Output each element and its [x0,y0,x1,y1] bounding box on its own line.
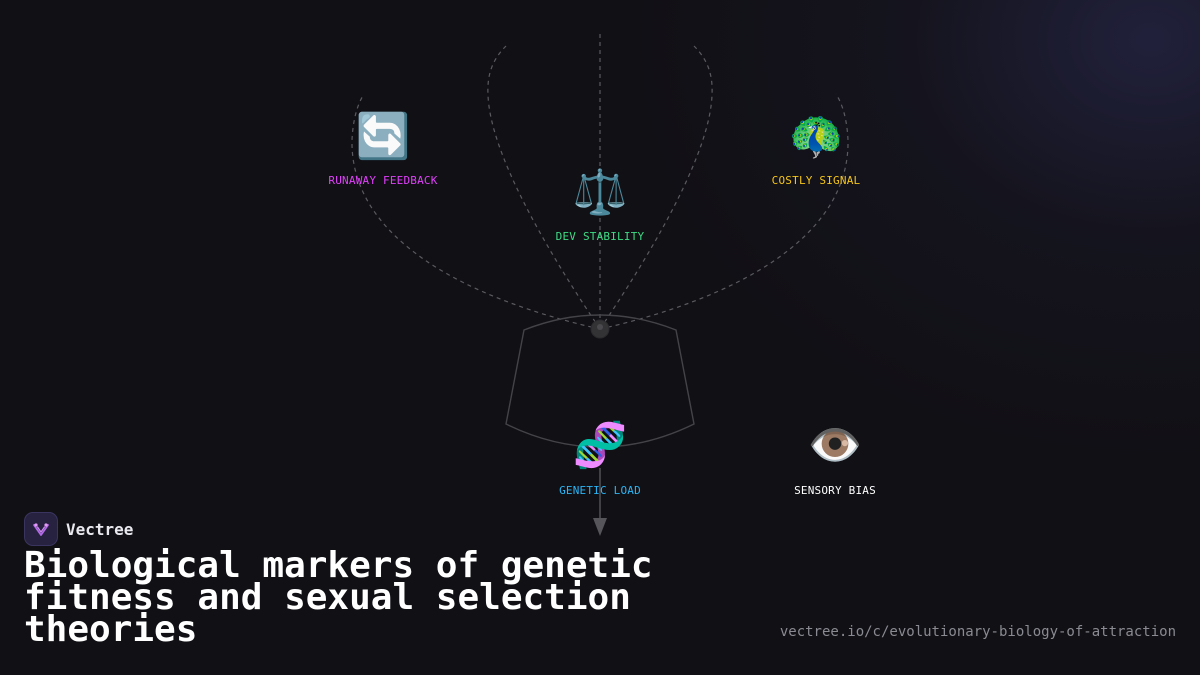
source-url[interactable]: vectree.io/c/evolutionary-biology-of-att… [779,624,1176,640]
node-label-genetic-load: GENETIC LOAD [559,484,641,497]
brand: Vectree [24,512,133,546]
node-label-runaway-feedback: RUNAWAY FEEDBACK [328,174,438,187]
funnel-outline [505,314,695,448]
balance-scale-icon: ⚖️ [572,167,628,218]
vectree-logo-icon [24,512,58,546]
eye-icon: 👁️ [807,420,863,471]
connector-costly [599,93,849,330]
brand-name: Vectree [66,519,134,539]
connector-dev-right [599,45,713,330]
output-arrow-head [593,518,607,536]
node-label-dev-stability: DEV STABILITY [555,230,645,243]
node-label-costly-signal: COSTLY SIGNAL [771,174,861,187]
connector-runaway [351,93,601,330]
peacock-icon: 🦚 [788,111,844,162]
hub-node-core [597,324,603,330]
counterclockwise-arrows-icon: 🔄 [355,111,411,162]
node-label-sensory-bias: SENSORY BIAS [794,484,876,497]
connector-dev-left [487,45,601,330]
page-title: Biological markers of genetic fitness an… [24,545,653,650]
dna-icon: 🧬 [572,420,628,471]
